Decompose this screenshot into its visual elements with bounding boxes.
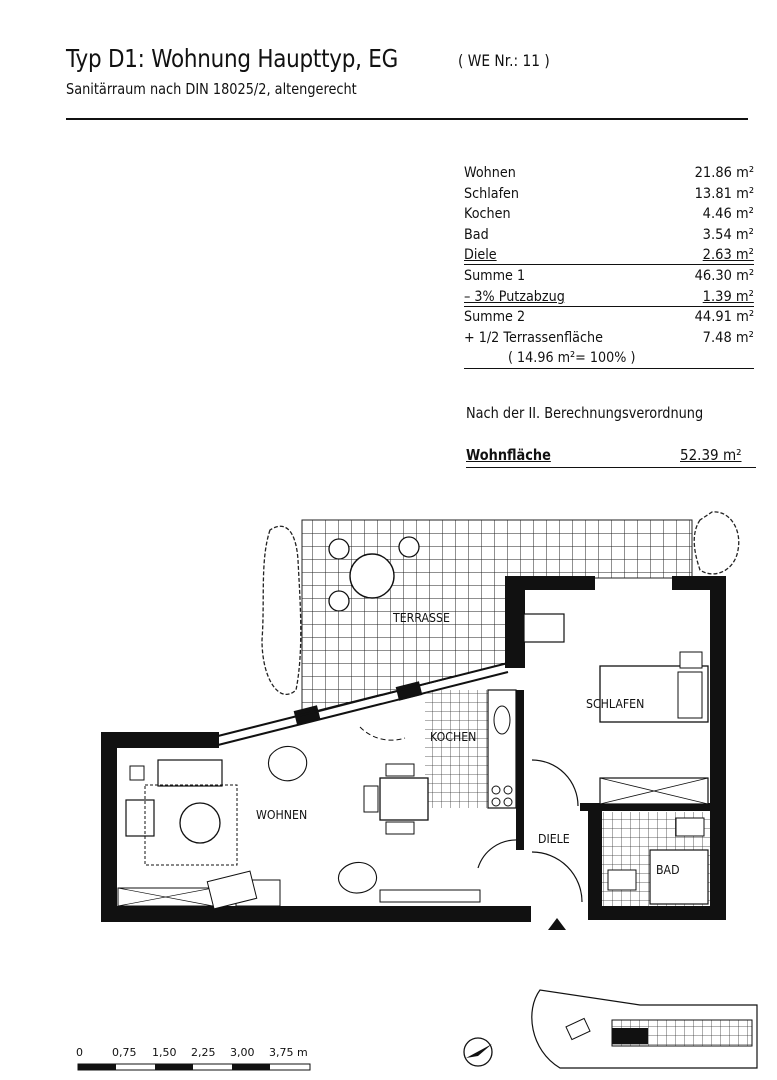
scale-tick-label: 3,00 <box>230 1046 255 1059</box>
entry-door-arc <box>531 851 583 903</box>
plant-icon <box>337 861 378 894</box>
glass-wall <box>217 662 509 737</box>
site-plan-outline <box>531 989 758 1069</box>
sink-icon <box>493 705 511 735</box>
scale-tick-label: 3,75 m <box>269 1046 308 1059</box>
toilet <box>607 869 637 891</box>
table-divider <box>464 264 754 265</box>
plan-subtitle: Sanitärraum nach DIN 18025/2, altengerec… <box>66 80 357 98</box>
entry-arrow-icon <box>548 918 566 930</box>
coffee-table <box>179 802 221 844</box>
terrasse-note-row: ( 14.96 m²= 100% ) <box>508 350 636 367</box>
room-label-diele: DIELE <box>538 831 570 846</box>
nightstand <box>679 651 703 669</box>
terrace-chair <box>398 536 420 558</box>
diele-door-arc <box>477 839 519 869</box>
terrace-chair <box>328 590 350 612</box>
scale-bar <box>77 1063 311 1071</box>
wohnflaeche-value: 52.39 m² <box>680 446 742 464</box>
scale-tick-label: 0 <box>76 1046 83 1059</box>
schlafen-door-arc <box>531 759 579 807</box>
dining-table <box>379 777 429 821</box>
washbasin <box>675 817 705 837</box>
unit-number: ( WE Nr.: 11 ) <box>458 51 550 70</box>
calculation-note: Nach der II. Berechnungsverordnung <box>466 404 704 422</box>
table-divider <box>464 368 754 369</box>
rug <box>144 784 238 866</box>
room-label-kochen: KOCHEN <box>430 729 477 744</box>
bush-left-icon <box>261 525 302 696</box>
lowboard <box>379 889 481 903</box>
scale-tick-label: 2,25 <box>191 1046 216 1059</box>
header-rule <box>66 118 748 120</box>
terrace-table <box>349 553 395 599</box>
lamp-table <box>129 765 145 781</box>
room-label-wohnen: WOHNEN <box>256 807 308 822</box>
room-label-terrasse: TERRASSE <box>393 610 450 625</box>
sofa <box>157 759 223 787</box>
desk <box>523 613 565 643</box>
armchair <box>125 799 155 837</box>
terrace-door-arc <box>359 726 406 741</box>
plan-title: Typ D1: Wohnung Haupttyp, EG <box>66 44 398 73</box>
scale-tick-label: 1,50 <box>152 1046 177 1059</box>
stove-icon <box>491 785 501 795</box>
terrace-chair <box>328 538 350 560</box>
walls <box>101 576 726 922</box>
scale-tick-label: 0,75 <box>112 1046 137 1059</box>
plant-icon <box>267 745 308 782</box>
room-label-schlafen: SCHLAFEN <box>586 696 645 711</box>
table-divider <box>464 306 754 307</box>
shower <box>649 849 709 905</box>
bush-right-icon <box>693 511 740 575</box>
wohnflaeche-rule <box>466 467 756 468</box>
room-label-bad: BAD <box>656 862 680 877</box>
wohnflaeche-label: Wohnfläche <box>466 446 551 464</box>
